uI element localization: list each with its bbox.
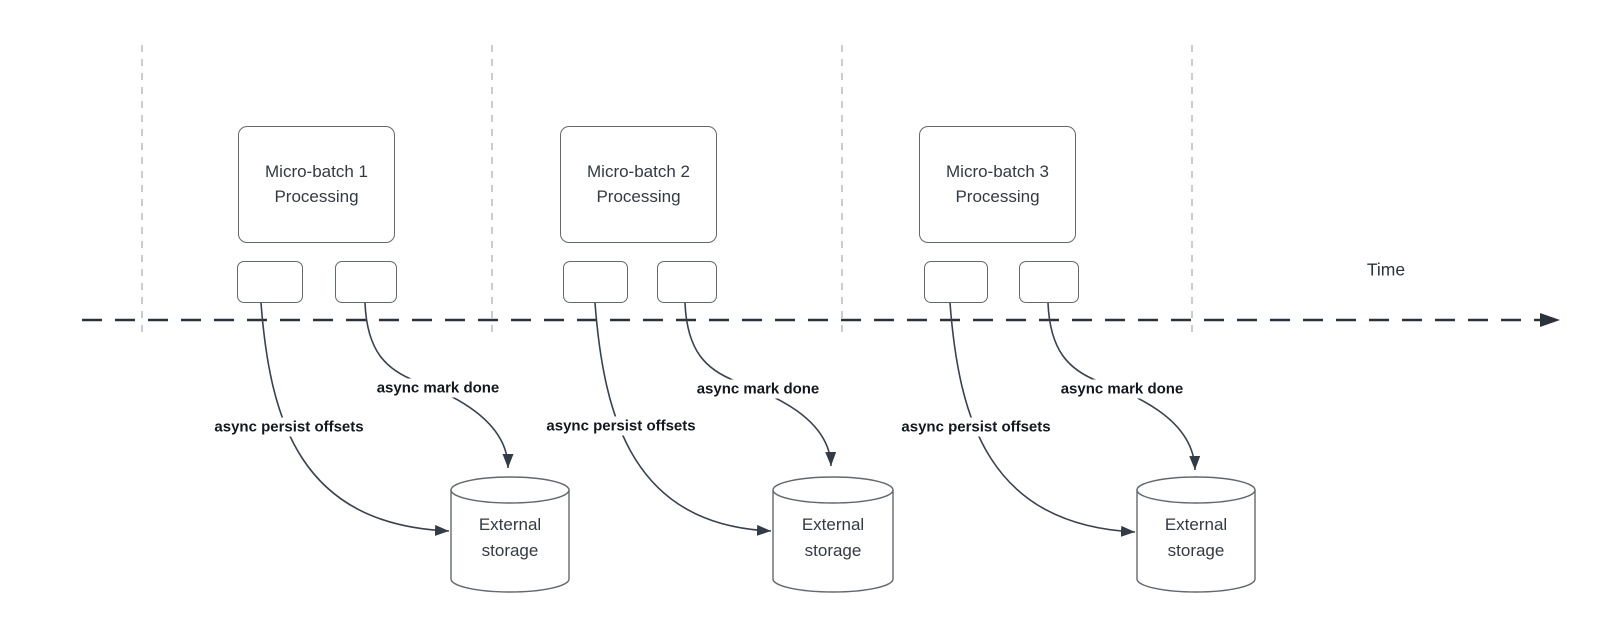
async-persist-offsets-label-1: async persist offsets bbox=[210, 417, 368, 437]
mark-done-task-box-2 bbox=[657, 261, 717, 303]
external-storage-label-3: External storage bbox=[1164, 515, 1228, 560]
async-persist-offsets-arrow-3 bbox=[949, 302, 1136, 537]
persist-offsets-task-box-3 bbox=[924, 261, 988, 303]
external-storage-cylinder-2 bbox=[772, 476, 894, 593]
micro-batch-3-subtitle: Processing bbox=[955, 186, 1040, 206]
persist-offsets-task-box-1 bbox=[237, 261, 303, 303]
external-storage-label-2: External storage bbox=[801, 515, 865, 560]
async-persist-offsets-label-2: async persist offsets bbox=[542, 416, 700, 436]
micro-batch-3-title: Micro-batch 3 bbox=[946, 161, 1049, 181]
external-storage-cylinder-3 bbox=[1136, 476, 1256, 593]
async-mark-done-label-3: async mark done bbox=[1056, 379, 1188, 399]
async-persist-offsets-label-3: async persist offsets bbox=[897, 417, 1055, 437]
micro-batch-3-box: Micro-batch 3 Processing bbox=[919, 126, 1076, 243]
async-mark-done-label-1: async mark done bbox=[372, 378, 504, 398]
async-mark-done-label-2: async mark done bbox=[692, 379, 824, 399]
mark-done-task-box-1 bbox=[335, 261, 397, 303]
micro-batch-1-box: Micro-batch 1 Processing bbox=[238, 126, 395, 243]
async-persist-offsets-arrow-2 bbox=[594, 302, 772, 536]
mark-done-task-box-3 bbox=[1019, 261, 1079, 303]
external-storage-cylinder-1 bbox=[450, 476, 570, 593]
micro-batch-1-subtitle: Processing bbox=[274, 186, 359, 206]
persist-offsets-task-box-2 bbox=[563, 261, 628, 303]
async-persist-offsets-arrow-1 bbox=[260, 302, 450, 536]
micro-batch-1-title: Micro-batch 1 bbox=[265, 161, 368, 181]
micro-batch-2-subtitle: Processing bbox=[596, 186, 681, 206]
micro-batch-2-title: Micro-batch 2 bbox=[587, 161, 690, 181]
micro-batch-2-box: Micro-batch 2 Processing bbox=[560, 126, 717, 243]
time-axis-label: Time bbox=[1366, 259, 1406, 280]
external-storage-label-1: External storage bbox=[478, 515, 542, 560]
